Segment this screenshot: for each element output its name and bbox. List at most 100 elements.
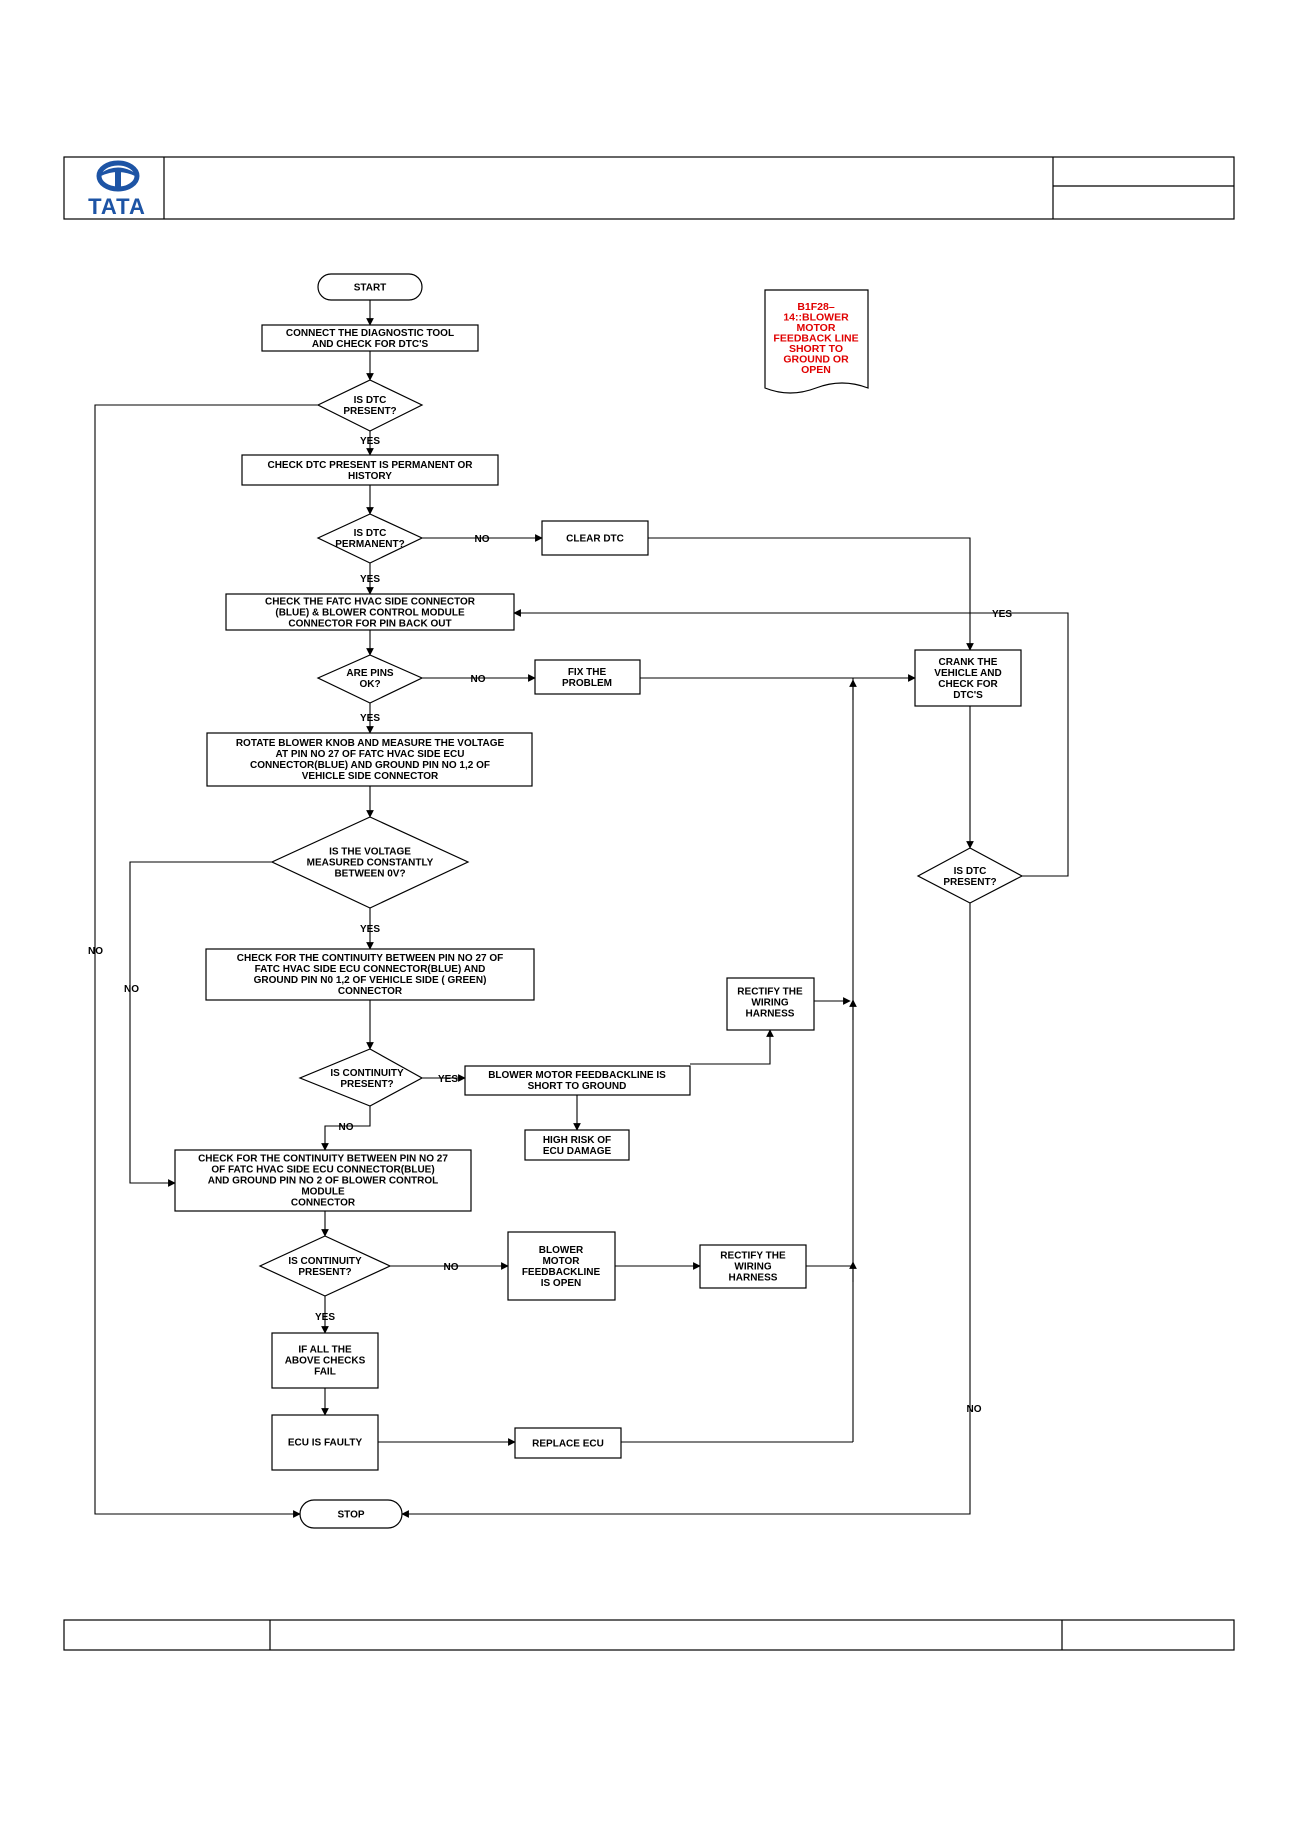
text-line: GROUND OR xyxy=(783,354,849,366)
text-line: ABOVE CHECKS xyxy=(285,1356,366,1367)
text-line: DTC'S xyxy=(953,690,983,701)
rotate-blower-step: ROTATE BLOWER KNOB AND MEASURE THE VOLTA… xyxy=(206,732,533,787)
text-line: OPEN xyxy=(801,364,831,376)
check-connector-step: CHECK THE FATC HVAC SIDE CONNECTOR(BLUE)… xyxy=(225,593,515,631)
text-line: RECTIFY THE xyxy=(720,1251,786,1262)
continuity-vehicle-label: CHECK FOR THE CONTINUITY BETWEEN PIN NO … xyxy=(237,953,504,997)
text-line: BETWEEN 0V? xyxy=(334,869,405,880)
edge-iscont1-no-cont2 xyxy=(321,1106,371,1151)
text-line: PRESENT? xyxy=(298,1267,351,1278)
edge-dtc2-yes-checkconn xyxy=(513,609,1069,877)
text-line: BLOWER xyxy=(539,1245,584,1256)
text-line: PRESENT? xyxy=(343,406,396,417)
header-frame xyxy=(63,156,1235,220)
edge-label-no: NO xyxy=(967,1404,982,1415)
text-line: WIRING xyxy=(734,1262,771,1273)
text-line: AND GROUND PIN NO 2 OF BLOWER CONTROL xyxy=(208,1176,439,1187)
text-line: FIX THE xyxy=(568,667,607,678)
text-line: REPLACE ECU xyxy=(532,1439,604,1450)
logo-text: TATA xyxy=(88,194,146,219)
text-line: AT PIN NO 27 OF FATC HVAC SIDE ECU xyxy=(276,749,465,760)
text-line: HARNESS xyxy=(729,1273,778,1284)
text-line: IS CONTINUITY xyxy=(330,1068,404,1079)
dtc-note-shape xyxy=(764,289,869,394)
tata-emblem-icon xyxy=(96,160,140,192)
text-line: CLEAR DTC xyxy=(566,534,624,545)
rotate-blower-label: ROTATE BLOWER KNOB AND MEASURE THE VOLTA… xyxy=(236,738,505,782)
text-line: IS DTC xyxy=(954,866,987,877)
ecu-faulty-label: ECU IS FAULTY xyxy=(288,1438,363,1449)
text-line: CHECK THE FATC HVAC SIDE CONNECTOR xyxy=(265,597,476,608)
text-line: IS THE VOLTAGE xyxy=(329,847,411,858)
text-line: FEEDBACK LINE xyxy=(773,333,858,345)
continuity-module-step: CHECK FOR THE CONTINUITY BETWEEN PIN NO … xyxy=(174,1149,472,1212)
stop-node: STOP xyxy=(299,1499,403,1529)
text-line: IS DTC xyxy=(354,528,387,539)
text-line: (BLUE) & BLOWER CONTROL MODULE xyxy=(275,608,465,619)
edge-label-yes: YES xyxy=(315,1312,335,1323)
text-line: PERMANENT? xyxy=(335,539,404,550)
text-line: WIRING xyxy=(751,998,788,1009)
start-label: START xyxy=(354,283,387,294)
edge-label-no: NO xyxy=(88,946,103,957)
check-connector-label: CHECK THE FATC HVAC SIDE CONNECTOR(BLUE)… xyxy=(265,597,476,630)
text-line: PRESENT? xyxy=(943,877,996,888)
text-line: VEHICLE AND xyxy=(934,668,1001,679)
footer-frame xyxy=(63,1619,1235,1651)
stop-label: STOP xyxy=(337,1510,364,1521)
footer xyxy=(63,1619,1235,1651)
text-line: VEHICLE SIDE CONNECTOR xyxy=(302,771,439,782)
text-line: CHECK DTC PRESENT IS PERMANENT OR xyxy=(267,460,473,471)
text-line: HISTORY xyxy=(348,471,392,482)
text-line: CONNECT THE DIAGNOSTIC TOOL xyxy=(286,328,454,339)
edge-short-rectify1 xyxy=(690,1029,774,1065)
edge-label-yes: YES xyxy=(360,924,380,935)
edge-labels: YES NO NO YES NO YES YES NO YES YES NO N… xyxy=(88,436,1012,1415)
text-line: B1F28– xyxy=(797,301,835,313)
text-line: IS OPEN xyxy=(541,1278,582,1289)
clear-dtc-label: CLEAR DTC xyxy=(566,534,624,545)
edges xyxy=(94,300,1069,1518)
edge-label-no: NO xyxy=(444,1262,459,1273)
text-line: IS DTC xyxy=(354,395,387,406)
text-line: RECTIFY THE xyxy=(737,987,803,998)
edge-clear-crank xyxy=(648,537,974,651)
text-line: IF ALL THE xyxy=(298,1345,352,1356)
text-line: CHECK FOR THE CONTINUITY BETWEEN PIN NO … xyxy=(237,953,504,964)
text-line: MOTOR xyxy=(542,1256,580,1267)
text-line: HARNESS xyxy=(746,1009,795,1020)
text-line: START xyxy=(354,283,387,294)
text-line: MODULE xyxy=(301,1187,345,1198)
text-line: HIGH RISK OF xyxy=(543,1135,611,1146)
text-line: FEEDBACKLINE xyxy=(522,1267,601,1278)
text-line: MEASURED CONSTANTLY xyxy=(307,858,434,869)
